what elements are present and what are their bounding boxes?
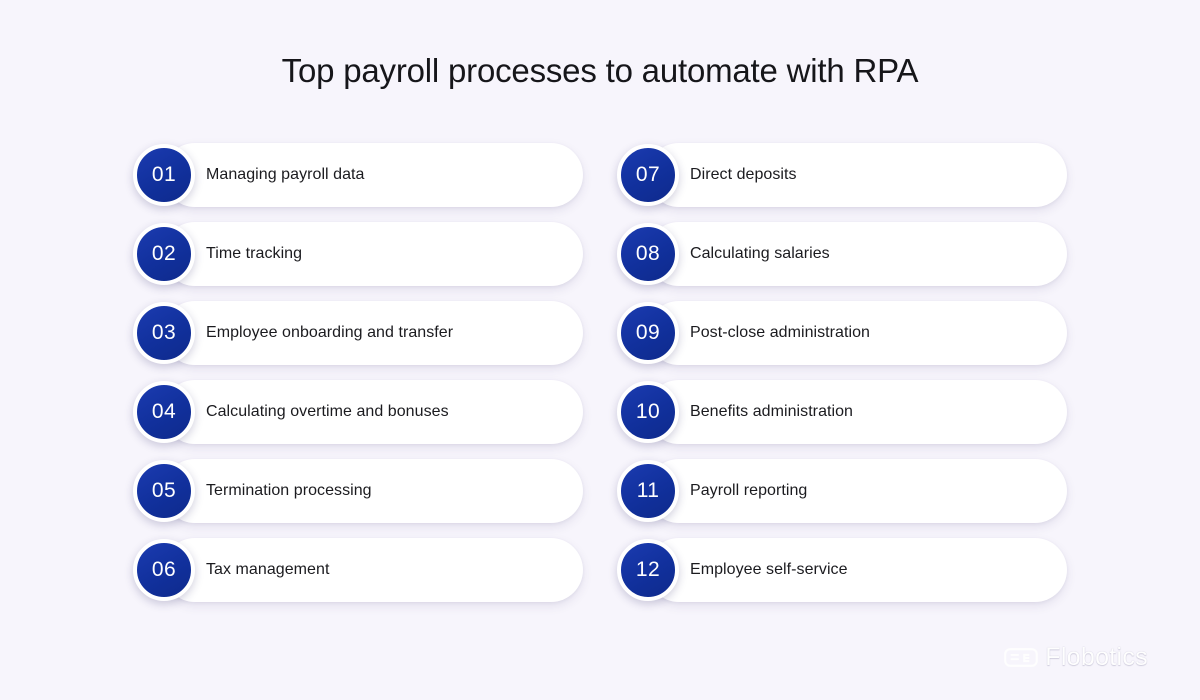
card-number-badge: 12 xyxy=(617,539,679,601)
card-number-badge: 03 xyxy=(133,302,195,364)
card-label: Payroll reporting xyxy=(690,482,808,499)
brand-name: Flobotics xyxy=(1045,643,1148,671)
card-label: Termination processing xyxy=(206,482,372,499)
process-card[interactable]: 02 Time tracking xyxy=(133,222,583,286)
process-card[interactable]: 04 Calculating overtime and bonuses xyxy=(133,380,583,444)
card-label: Tax management xyxy=(206,561,330,578)
card-label: Employee onboarding and transfer xyxy=(206,324,454,341)
card-number-badge: 07 xyxy=(617,144,679,206)
process-card[interactable]: 08 Calculating salaries xyxy=(617,222,1067,286)
card-number-badge: 06 xyxy=(133,539,195,601)
card-label: Employee self-service xyxy=(690,561,848,578)
card-label: Post-close administration xyxy=(690,324,870,341)
card-number-badge: 04 xyxy=(133,381,195,443)
card-number-badge: 05 xyxy=(133,460,195,522)
process-card[interactable]: 01 Managing payroll data xyxy=(133,143,583,207)
process-card[interactable]: 06 Tax management xyxy=(133,538,583,602)
process-list: 01 Managing payroll data 07 Direct deposits… xyxy=(133,143,1067,602)
card-label: Benefits administration xyxy=(690,403,854,420)
process-card[interactable]: 12 Employee self-service xyxy=(617,538,1067,602)
process-card[interactable]: 03 Employee onboarding and transfer xyxy=(133,301,583,365)
card-label: Calculating salaries xyxy=(690,245,830,262)
card-label: Direct deposits xyxy=(690,166,797,183)
card-number-badge: 11 xyxy=(617,460,679,522)
card-number-badge: 02 xyxy=(133,223,195,285)
process-card[interactable]: 07 Direct deposits xyxy=(617,143,1067,207)
page-title: Top payroll processes to automate with R… xyxy=(281,52,919,89)
card-label: Time tracking xyxy=(206,245,303,262)
card-number-badge: 09 xyxy=(617,302,679,364)
card-number-badge: 08 xyxy=(617,223,679,285)
card-label: Calculating overtime and bonuses xyxy=(206,403,449,420)
card-label: Managing payroll data xyxy=(206,166,365,183)
card-number-badge: 01 xyxy=(133,144,195,206)
process-card[interactable]: 10 Benefits administration xyxy=(617,380,1067,444)
process-card[interactable]: 05 Termination processing xyxy=(133,459,583,523)
brand-watermark: Flobotics xyxy=(1004,645,1148,670)
card-number-badge: 10 xyxy=(617,381,679,443)
robot-face-icon xyxy=(1004,648,1039,667)
process-card[interactable]: 11 Payroll reporting xyxy=(617,459,1067,523)
process-card[interactable]: 09 Post-close administration xyxy=(617,301,1067,365)
